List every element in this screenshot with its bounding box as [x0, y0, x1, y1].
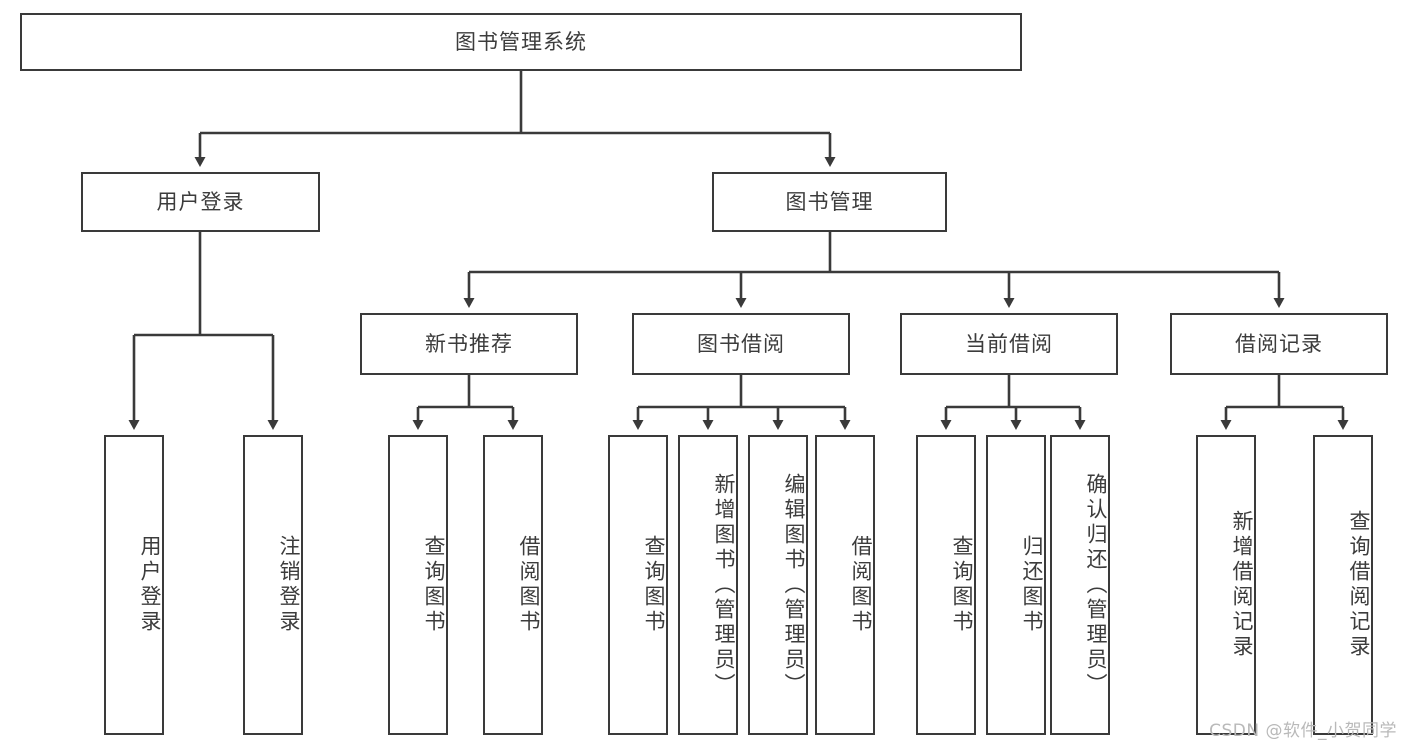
leaf-newbook-borrow-book-label: 借阅图书	[517, 535, 541, 635]
leaf-current-confirm-return-admin-label: 确认归还（管理员）	[1084, 472, 1108, 698]
node-book-borrow-label: 图书借阅	[697, 331, 785, 356]
leaf-borrow-edit-book-admin[interactable]: 编辑图书（管理员）	[748, 435, 808, 735]
node-book-management-label: 图书管理	[785, 189, 874, 214]
node-book-management[interactable]: 图书管理	[712, 172, 947, 232]
csdn-watermark: CSDN @软件_小贺同学	[1209, 721, 1397, 741]
leaf-logout[interactable]: 注销登录	[243, 435, 303, 735]
leaf-borrow-query-book[interactable]: 查询图书	[608, 435, 668, 735]
node-borrow-records-label: 借阅记录	[1235, 331, 1323, 356]
leaf-records-query-record[interactable]: 查询借阅记录	[1313, 435, 1373, 735]
node-root-label: 图书管理系统	[455, 29, 587, 54]
node-current-borrow-label: 当前借阅	[965, 331, 1053, 356]
node-new-book-recommend-label: 新书推荐	[425, 331, 513, 356]
leaf-user-login-label: 用户登录	[138, 535, 162, 635]
leaf-current-confirm-return-admin[interactable]: 确认归还（管理员）	[1050, 435, 1110, 735]
leaf-newbook-borrow-book[interactable]: 借阅图书	[483, 435, 543, 735]
leaf-borrow-lend-book-label: 借阅图书	[849, 535, 873, 635]
leaf-logout-label: 注销登录	[277, 535, 301, 635]
leaf-borrow-lend-book[interactable]: 借阅图书	[815, 435, 875, 735]
leaf-current-return-book-label: 归还图书	[1020, 535, 1044, 635]
leaf-records-query-record-label: 查询借阅记录	[1347, 510, 1371, 660]
leaf-records-add-record[interactable]: 新增借阅记录	[1196, 435, 1256, 735]
leaf-newbook-query-book-label: 查询图书	[422, 535, 446, 635]
leaf-borrow-add-book-admin-label: 新增图书（管理员）	[712, 472, 736, 698]
leaf-current-query-book-label: 查询图书	[950, 535, 974, 635]
node-user-login[interactable]: 用户登录	[81, 172, 320, 232]
leaf-borrow-query-book-label: 查询图书	[642, 535, 666, 635]
leaf-newbook-query-book[interactable]: 查询图书	[388, 435, 448, 735]
leaf-current-query-book[interactable]: 查询图书	[916, 435, 976, 735]
node-borrow-records[interactable]: 借阅记录	[1170, 313, 1388, 375]
leaf-current-return-book[interactable]: 归还图书	[986, 435, 1046, 735]
leaf-borrow-edit-book-admin-label: 编辑图书（管理员）	[782, 472, 806, 698]
leaf-records-add-record-label: 新增借阅记录	[1230, 510, 1254, 660]
leaf-borrow-add-book-admin[interactable]: 新增图书（管理员）	[678, 435, 738, 735]
leaf-user-login[interactable]: 用户登录	[104, 435, 164, 735]
node-user-login-label: 用户登录	[156, 189, 245, 214]
node-root[interactable]: 图书管理系统	[20, 13, 1022, 71]
node-current-borrow[interactable]: 当前借阅	[900, 313, 1118, 375]
node-book-borrow[interactable]: 图书借阅	[632, 313, 850, 375]
node-new-book-recommend[interactable]: 新书推荐	[360, 313, 578, 375]
